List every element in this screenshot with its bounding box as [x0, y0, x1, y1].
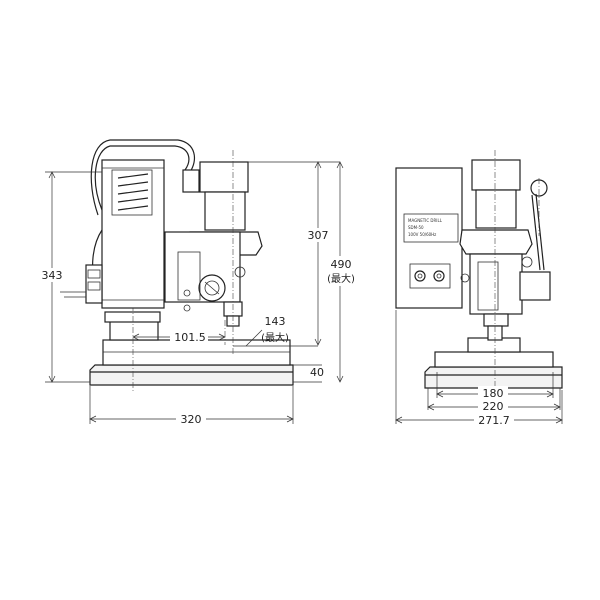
side-view: 343 307 490 (最大) 101.5 143 (最大) — [40, 139, 356, 426]
switch-icon — [414, 270, 426, 282]
switch-icon — [433, 270, 445, 282]
dim-height-total: 343 — [42, 269, 63, 282]
side-magnet-block — [104, 305, 161, 392]
dim-throat: 143 — [265, 315, 286, 328]
front-control-box: MAGNETIC DRILL SDM-50 100V 50/60Hz — [395, 167, 463, 309]
front-view: MAGNETIC DRILL SDM-50 100V 50/60Hz — [395, 150, 563, 427]
svg-text:MAGNETIC DRILL: MAGNETIC DRILL — [408, 218, 443, 223]
side-dimensions: 343 307 490 (最大) 101.5 143 (最大) — [40, 161, 356, 426]
svg-text:100V 50/60Hz: 100V 50/60Hz — [408, 232, 436, 237]
dim-offset: 101.5 — [174, 331, 206, 344]
front-base-plate — [424, 337, 563, 389]
dim-height-max-note: (最大) — [327, 272, 355, 285]
dim-stroke: 307 — [308, 229, 329, 242]
dim-base-width: 320 — [181, 413, 202, 426]
front-dimensions: 180 220 271.7 — [395, 310, 563, 427]
front-drill-column — [459, 150, 551, 398]
spring-icon — [117, 173, 149, 211]
svg-text:SDM-50: SDM-50 — [408, 225, 424, 230]
side-base-plate — [89, 339, 294, 386]
dim-base-height: 40 — [310, 366, 324, 379]
side-motor-column — [60, 139, 196, 309]
dim-outer: 271.7 — [478, 414, 510, 427]
dim-height-max: 490 — [331, 258, 352, 271]
side-drill-head — [164, 150, 263, 355]
dim-mid: 220 — [483, 400, 504, 413]
dim-inner: 180 — [483, 387, 504, 400]
dim-throat-note: (最大) — [261, 331, 289, 344]
